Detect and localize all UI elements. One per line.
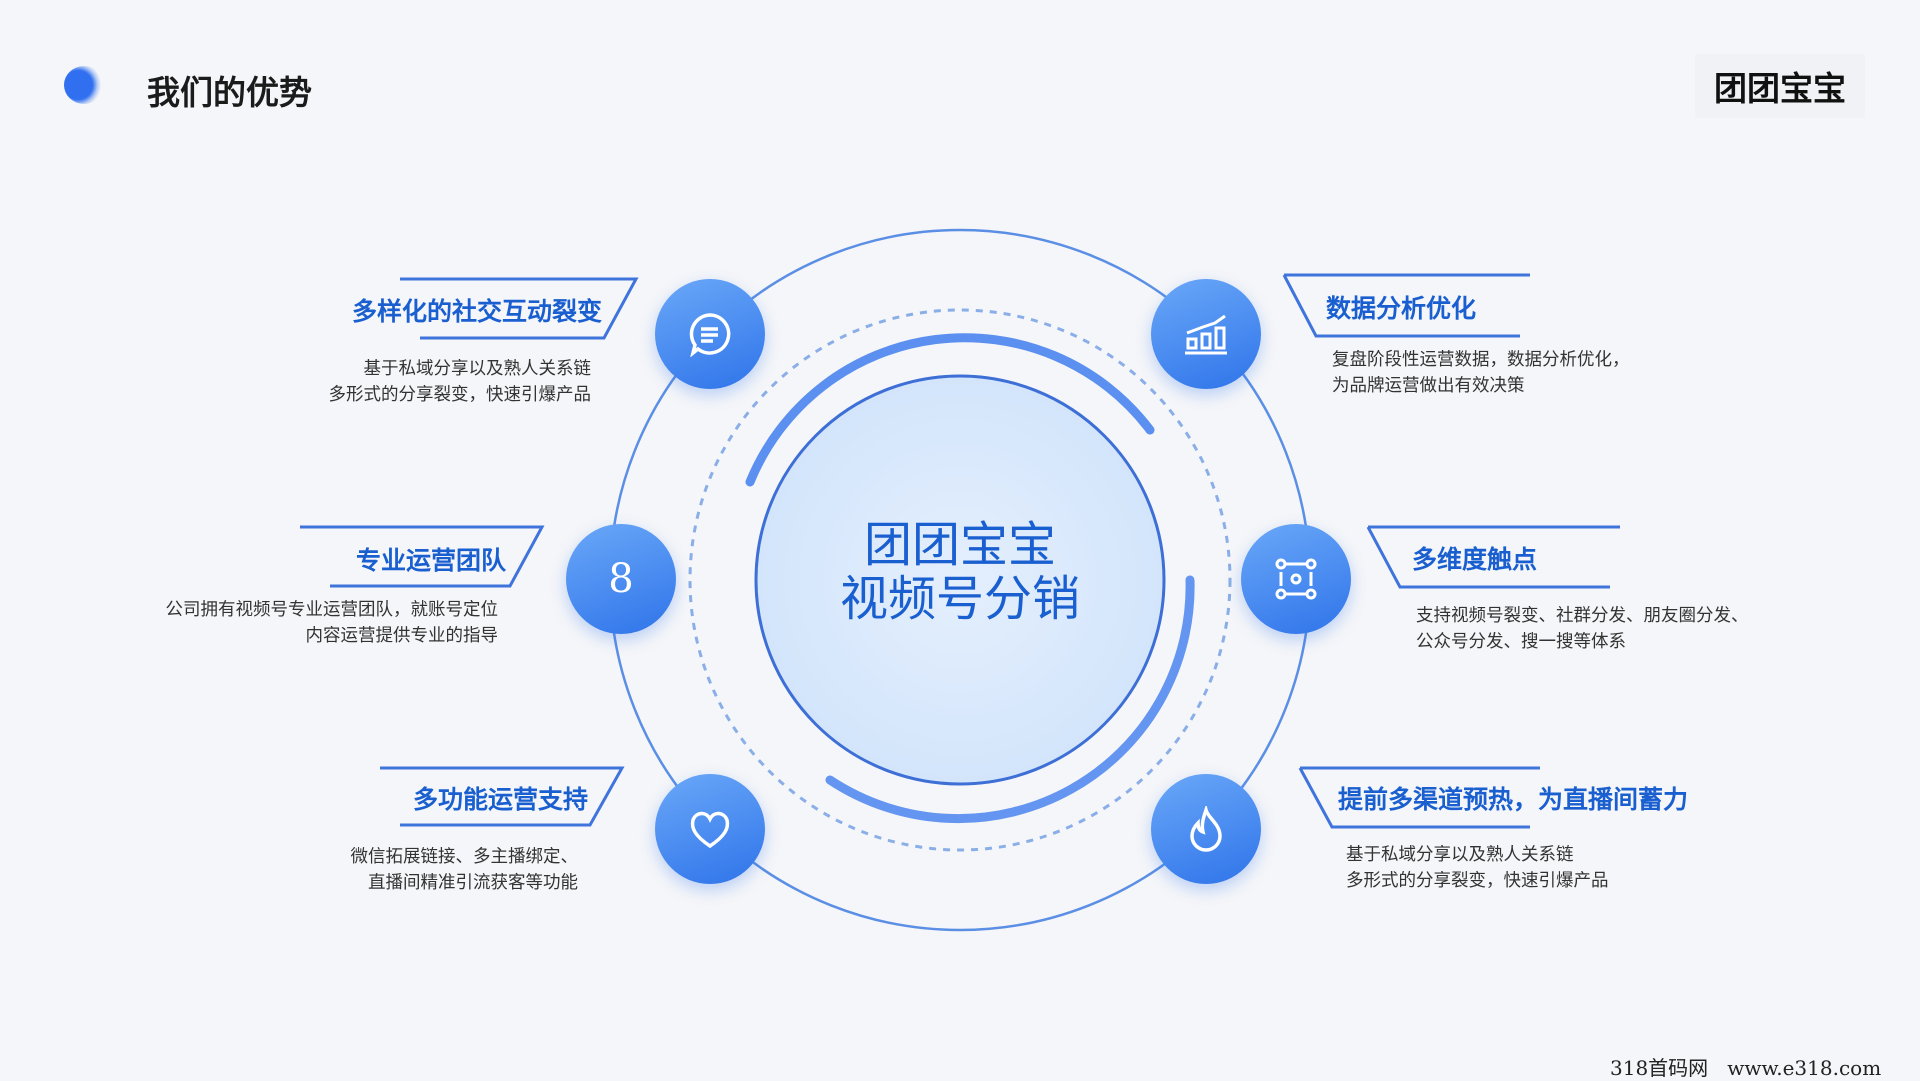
center-line-1: 团团宝宝 <box>863 517 1056 573</box>
header-dot-icon <box>64 66 104 104</box>
icon-number: 8 <box>608 556 634 602</box>
feature-title: 数据分析优化 <box>1326 294 1477 323</box>
number-8-icon: 8 <box>566 524 676 634</box>
feature-title: 专业运营团队 <box>355 546 506 575</box>
feature-desc: 基于私域分享以及熟人关系链多形式的分享裂变，快速引爆产品 <box>1346 845 1609 891</box>
watermark: 318首码网 www.e318.com <box>1610 1056 1882 1080</box>
nodes-icon <box>1241 524 1351 634</box>
arc-right <box>825 575 1195 824</box>
arc-top <box>745 333 1155 487</box>
page-title: 我们的优势 <box>147 73 312 112</box>
feature-desc: 微信拓展链接、多主播绑定、直播间精准引流获客等功能 <box>350 847 579 893</box>
inner-circle <box>754 374 1166 786</box>
feature-title: 多维度触点 <box>1412 545 1538 574</box>
feature-desc: 基于私域分享以及熟人关系链多形式的分享裂变，快速引爆产品 <box>328 359 592 405</box>
brand-label: 团团宝宝 <box>1695 54 1865 118</box>
heart-icon <box>655 774 765 884</box>
feature-title: 多样化的社交互动裂变 <box>351 297 602 326</box>
flame-icon <box>1151 774 1261 884</box>
feature-desc: 支持视频号裂变、社群分发、朋友圈分发、公众号分发、搜一搜等体系 <box>1416 606 1749 652</box>
feature-desc: 复盘阶段性运营数据，数据分析优化，为品牌运营做出有效决策 <box>1332 350 1630 396</box>
feature-title: 提前多渠道预热，为直播间蓄力 <box>1338 785 1689 814</box>
chat-icon <box>655 279 765 389</box>
bar-chart-icon <box>1151 279 1261 389</box>
feature-desc: 公司拥有视频号专业运营团队，就账号定位内容运营提供专业的指导 <box>165 600 499 646</box>
center-title: 团团宝宝 视频号分销 <box>760 518 1160 626</box>
dashed-ring <box>688 308 1232 852</box>
feature-title: 多功能运营支持 <box>412 785 588 814</box>
center-line-2: 视频号分销 <box>839 571 1080 627</box>
